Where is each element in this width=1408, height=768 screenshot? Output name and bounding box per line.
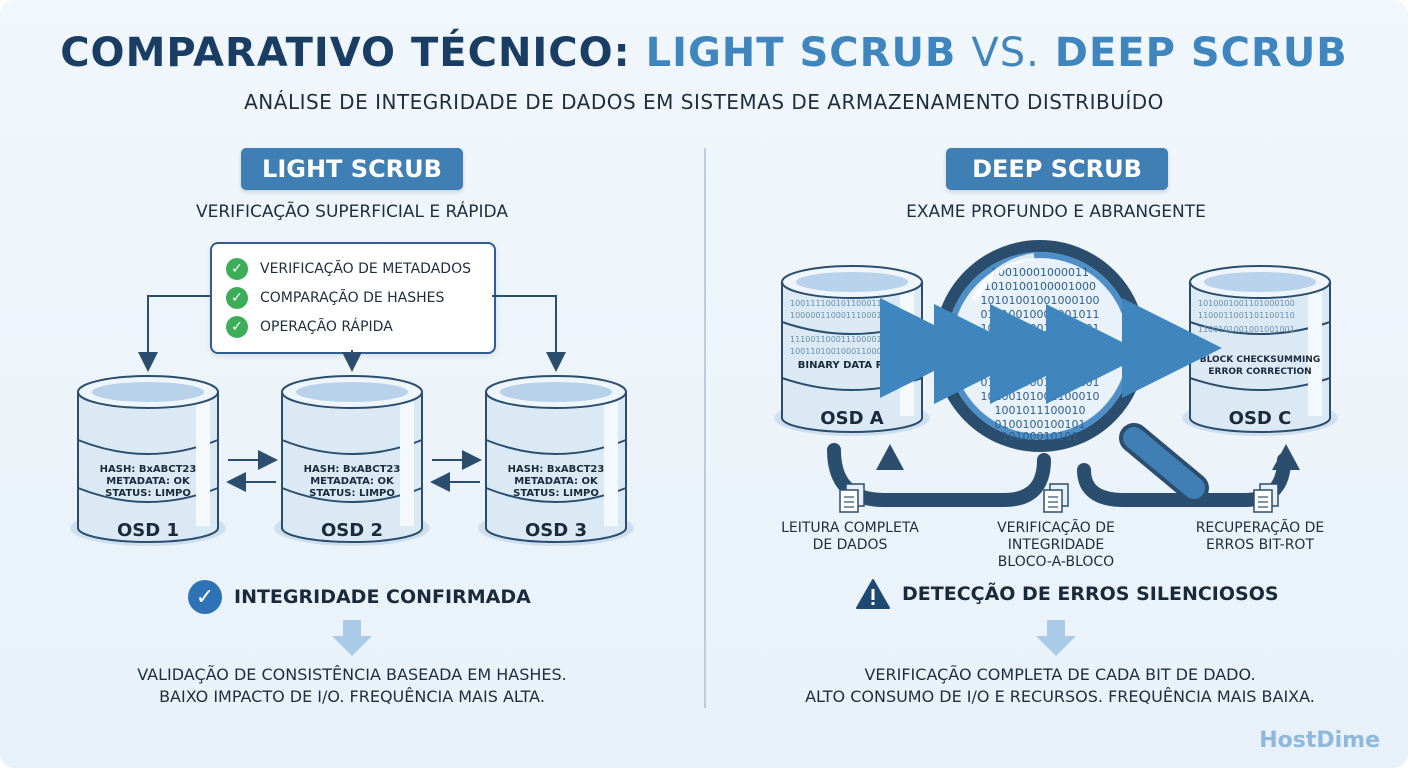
title-light-scrub: LIGHT SCRUB bbox=[645, 30, 957, 76]
check-icon: ✓ bbox=[226, 287, 248, 309]
osd-3-label: OSD 3 bbox=[525, 520, 587, 541]
checklist-item: ✓ COMPARAÇÃO DE HASHES bbox=[226, 285, 444, 311]
step-block-check: VERIFICAÇÃO DE INTEGRIDADE BLOCO-A-BLOCO bbox=[997, 520, 1115, 570]
svg-text:1000001100011100010: 1000001100011100010 bbox=[790, 311, 887, 320]
osd-1-hash: HASH: BxABCT23 bbox=[100, 464, 197, 475]
svg-text:10100010101: 10100010101 bbox=[1002, 430, 1079, 443]
check-circle-icon: ✓ bbox=[188, 580, 222, 614]
check-icon: ✓ bbox=[226, 258, 248, 280]
osd-2-cylinder bbox=[274, 375, 430, 546]
osd-2-meta: METADATA: OK bbox=[310, 476, 395, 487]
osd-a-read-label: BINARY DATA READ bbox=[798, 360, 906, 371]
checklist-item: ✓ OPERAÇÃO RÁPIDA bbox=[226, 314, 393, 340]
osd-1-status: STATUS: LIMPO bbox=[105, 488, 191, 499]
page-subtitle: ANÁLISE DE INTEGRIDADE DE DADOS EM SISTE… bbox=[244, 90, 1164, 114]
svg-text:10100101001100010: 10100101001100010 bbox=[981, 390, 1100, 403]
svg-text:1010100100001000: 1010100100001000 bbox=[984, 280, 1096, 293]
magnifier-icon: 10010001000011 1010100100001000 10101001… bbox=[934, 240, 1209, 503]
osd-1-meta: METADATA: OK bbox=[106, 476, 191, 487]
svg-text:10010011010010: 10010011010010 bbox=[991, 336, 1089, 349]
document-icon bbox=[1253, 483, 1279, 513]
step-bitrot-recovery: RECUPERAÇÃO DE ERROS BIT-ROT bbox=[1195, 520, 1325, 553]
title-deep-scrub: DEEP SCRUB bbox=[1054, 30, 1348, 76]
osd-c-cylinder: 1010001001101000100 1100011001101100110 … bbox=[1182, 265, 1338, 436]
warning-icon bbox=[856, 579, 890, 609]
svg-text:1001111001011000110: 1001111001011000110 bbox=[790, 299, 887, 308]
column-divider bbox=[704, 148, 706, 708]
svg-text:1010001001101000100: 1010001001101000100 bbox=[1198, 299, 1295, 308]
svg-text:1001011100010: 1001011100010 bbox=[995, 404, 1086, 417]
svg-text:10110001101010101: 10110001101010101 bbox=[981, 362, 1100, 375]
osd-c-label: OSD C bbox=[1229, 408, 1292, 429]
document-icon bbox=[839, 483, 865, 513]
title-vs: VS. bbox=[971, 30, 1040, 76]
osd-c-label-2: ERROR CORRECTION bbox=[1208, 367, 1311, 377]
light-scrub-description: VALIDAÇÃO DE CONSISTÊNCIA BASEADA EM HAS… bbox=[137, 665, 567, 706]
svg-text:0100100100101: 0100100100101 bbox=[995, 418, 1086, 431]
svg-text:10010001000011: 10010001000011 bbox=[991, 266, 1089, 279]
deep-scrub-result: DETECÇÃO DE ERROS SILENCIOSOS bbox=[856, 578, 1279, 610]
deep-scrub-tagline: EXAME PROFUNDO E ABRANGENTE bbox=[906, 202, 1206, 222]
light-scrub-tagline: VERIFICAÇÃO SUPERFICIAL E RÁPIDA bbox=[196, 202, 508, 222]
step-full-read: LEITURA COMPLETA DE DADOS bbox=[781, 520, 919, 553]
osd-a-label: OSD A bbox=[820, 408, 883, 429]
svg-text:01010010001001011: 01010010001001011 bbox=[981, 308, 1100, 321]
svg-text:1110011000111000010: 1110011000111000010 bbox=[790, 335, 887, 344]
light-scrub-heading: LIGHT SCRUB bbox=[241, 148, 463, 190]
svg-text:1001101001000110001: 1001101001000110001 bbox=[790, 347, 887, 356]
deep-scrub-heading: DEEP SCRUB bbox=[946, 148, 1168, 190]
flow-arrowhead bbox=[876, 444, 904, 470]
checklist-item: ✓ VERIFICAÇÃO DE METADADOS bbox=[226, 256, 471, 282]
deep-scrub-description: VERIFICAÇÃO COMPLETA DE CADA BIT DE DADO… bbox=[805, 665, 1315, 706]
down-arrow-icon bbox=[332, 620, 372, 656]
osd-3-cylinder bbox=[478, 375, 634, 546]
osd-2-hash: HASH: BxABCT23 bbox=[304, 464, 401, 475]
light-scrub-result: ✓ INTEGRIDADE CONFIRMADA bbox=[188, 580, 531, 614]
osd-1-label: OSD 1 bbox=[117, 520, 179, 541]
brand-logo: HostDime bbox=[1259, 728, 1380, 753]
deep-scrub-diagram: 1001111001011000110 1000001100011100010 … bbox=[774, 240, 1338, 656]
osd-2-status: STATUS: LIMPO bbox=[309, 488, 395, 499]
document-icon bbox=[1043, 483, 1069, 513]
osd-3-hash: HASH: BxABCT23 bbox=[508, 464, 605, 475]
svg-text:1100011001101100110: 1100011001101100110 bbox=[1198, 311, 1295, 320]
svg-text:01001100011011101: 01001100011011101 bbox=[981, 376, 1100, 389]
osd-2-label: OSD 2 bbox=[321, 520, 383, 541]
flow-curve bbox=[827, 443, 1051, 507]
page-title: COMPARATIVO TÉCNICO: LIGHT SCRUB VS. DEE… bbox=[0, 30, 1408, 76]
flow-arrowhead bbox=[1272, 444, 1300, 470]
svg-text:10100100010000101: 10100100010000101 bbox=[981, 322, 1100, 335]
osd-1-cylinder bbox=[70, 375, 226, 546]
flow-curve bbox=[1077, 453, 1291, 507]
connector-arrow bbox=[138, 295, 210, 372]
down-arrow-icon bbox=[1036, 620, 1076, 656]
svg-text:1100101001001001001: 1100101001001001001 bbox=[1198, 325, 1295, 334]
title-prefix: COMPARATIVO TÉCNICO: bbox=[60, 30, 631, 76]
osd-3-status: STATUS: LIMPO bbox=[513, 488, 599, 499]
light-scrub-diagram: HASH: BxABCT23 METADATA: OK STATUS: LIMP… bbox=[70, 295, 634, 656]
osd-c-label-1: BLOCK CHECKSUMMING bbox=[1200, 355, 1320, 365]
connector-arrow bbox=[492, 295, 566, 372]
svg-text:10101001001000100: 10101001001000100 bbox=[981, 294, 1100, 307]
light-scrub-checklist: ✓ VERIFICAÇÃO DE METADADOS ✓ COMPARAÇÃO … bbox=[210, 242, 496, 354]
osd-3-meta: METADATA: OK bbox=[514, 476, 599, 487]
check-icon: ✓ bbox=[226, 316, 248, 338]
